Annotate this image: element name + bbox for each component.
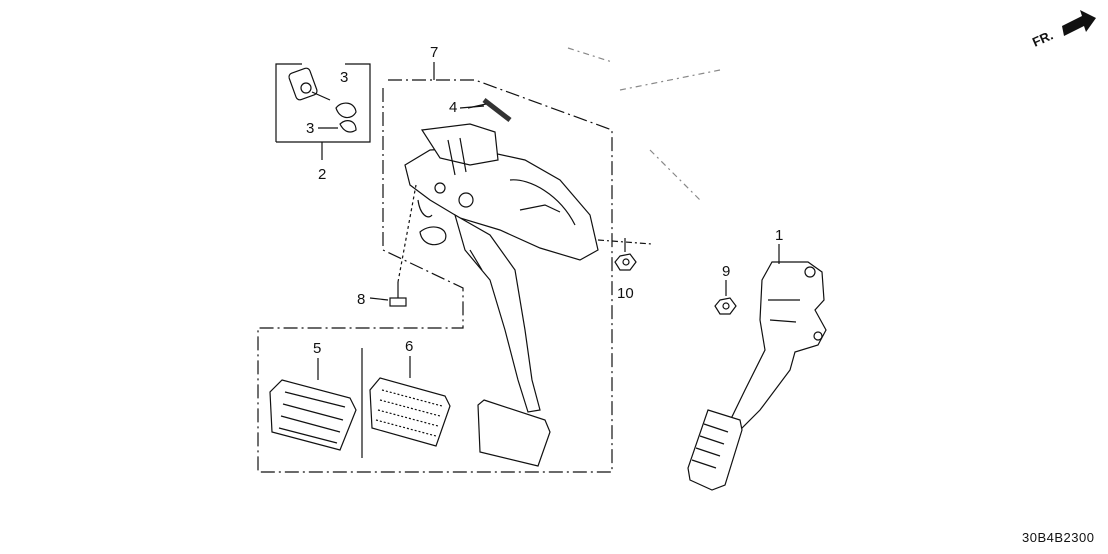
callout-5: 5 <box>313 340 322 357</box>
accelerator-pedal <box>687 261 827 491</box>
callout-9: 9 <box>722 263 731 280</box>
callout-6: 6 <box>405 338 414 355</box>
callout-4: 4 <box>449 99 458 116</box>
callout-7: 7 <box>430 44 439 61</box>
callout-2: 2 <box>318 166 327 183</box>
callout-8: 8 <box>357 291 366 308</box>
brake-pedal-arm <box>417 199 541 413</box>
front-direction-arrow-icon <box>1062 10 1096 36</box>
callout-10: 10 <box>617 285 634 302</box>
part-code: 30B4B2300 <box>1022 530 1095 545</box>
callout-3-lower: 3 <box>306 120 315 137</box>
stop-switch <box>288 67 331 101</box>
nut-10 <box>597 239 653 271</box>
switch-group-bracket <box>275 63 371 143</box>
callout-1: 1 <box>775 227 784 244</box>
return-spring <box>467 98 512 122</box>
pedal-pad-cover <box>369 377 451 447</box>
bracket-group-outline <box>258 79 613 473</box>
bolt <box>389 184 417 307</box>
brake-pad-cover <box>269 379 357 451</box>
switch-clip-lower <box>339 120 357 133</box>
nut-9 <box>714 297 737 315</box>
pedal-bracket <box>404 123 599 261</box>
switch-clip-upper <box>335 102 357 119</box>
callout-3-upper: 3 <box>340 69 349 86</box>
brake-pedal-pad <box>477 399 551 467</box>
